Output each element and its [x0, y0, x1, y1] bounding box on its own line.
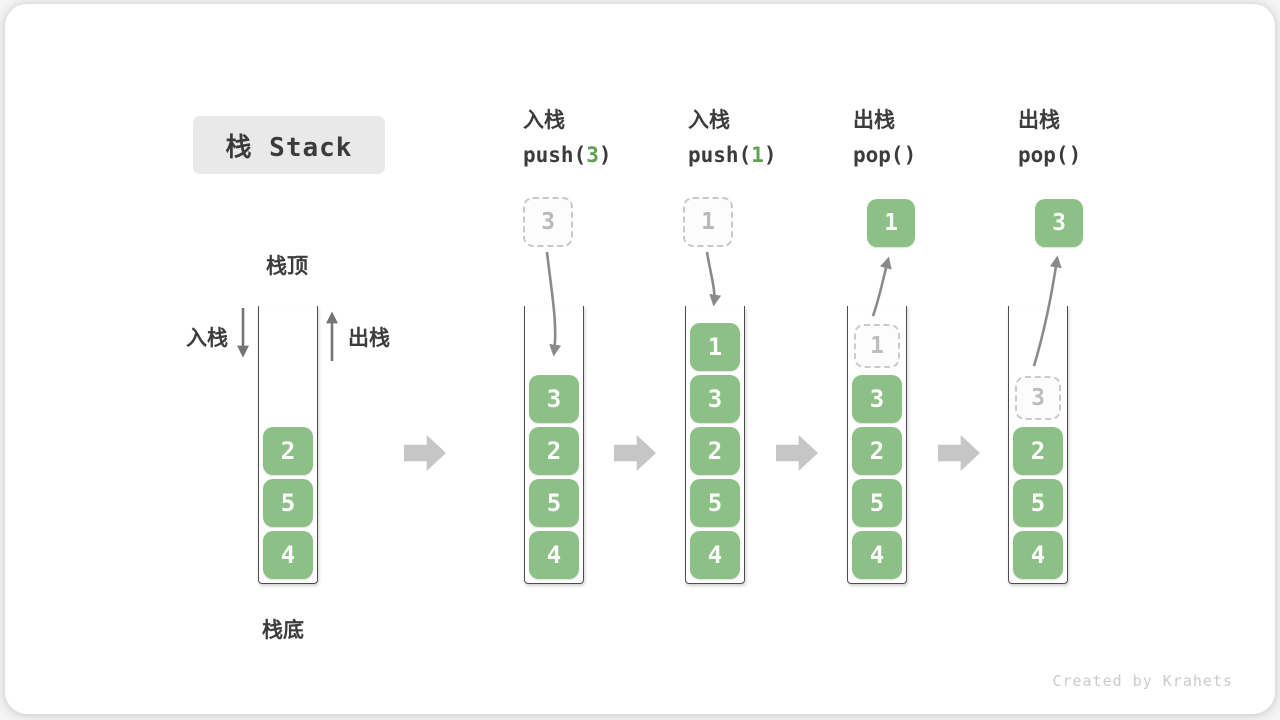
stack-cell: 2	[529, 427, 579, 475]
stack-cell: 5	[690, 479, 740, 527]
step-label-push-1: 入栈 push(1)	[688, 107, 777, 167]
title-box: 栈 Stack	[193, 116, 385, 174]
stack-bottom-label: 栈底	[262, 618, 304, 642]
floating-value-dashed: 3	[523, 197, 573, 247]
step-name: 出栈	[1018, 108, 1060, 132]
removed-cell-ghost: 3	[1015, 376, 1061, 420]
stack-cell: 3	[690, 375, 740, 423]
popped-value-box: 3	[1035, 199, 1083, 247]
code-arg: 3	[586, 143, 599, 167]
step-code: push(1)	[688, 143, 777, 167]
floating-value-dashed: 1	[683, 197, 733, 247]
stack-cell: 4	[529, 531, 579, 579]
next-step-arrow-icon	[404, 435, 446, 471]
code-post: )	[598, 143, 612, 167]
stack-cell: 1	[690, 323, 740, 371]
next-step-arrow-icon	[776, 435, 818, 471]
next-step-arrow-icon	[938, 435, 980, 471]
step-code: pop()	[1018, 143, 1081, 167]
step-label-push-3: 入栈 push(3)	[523, 107, 612, 167]
next-step-arrow-icon	[614, 435, 656, 471]
step-label-pop-1: 出栈 pop()	[853, 107, 916, 167]
floating-value: 1	[701, 209, 715, 235]
stack-cell: 2	[852, 427, 902, 475]
stack-cell: 2	[690, 427, 740, 475]
stack-cell: 5	[263, 479, 313, 527]
step-label-pop-2: 出栈 pop()	[1018, 107, 1081, 167]
floating-value: 3	[541, 209, 555, 235]
removed-cell-ghost: 1	[854, 324, 900, 368]
step-name: 入栈	[688, 108, 730, 132]
step-code: pop()	[853, 143, 916, 167]
pop-side-label: 出栈	[348, 326, 390, 350]
floating-value: 3	[1052, 210, 1066, 236]
stack-cell: 4	[690, 531, 740, 579]
step-name: 出栈	[853, 108, 895, 132]
flow-arrows-layer	[237, 251, 1062, 367]
code-post: )	[903, 143, 917, 167]
floating-value: 1	[884, 210, 898, 236]
popped-value-box: 1	[867, 199, 915, 247]
diagram-title: 栈 Stack	[225, 132, 353, 163]
stack-cell: 2	[263, 427, 313, 475]
watermark: Created by Krahets	[1052, 672, 1233, 690]
code-post: )	[763, 143, 777, 167]
stack-cell: 4	[852, 531, 902, 579]
stack-top-label: 栈顶	[266, 254, 308, 278]
stack-cell: 5	[529, 479, 579, 527]
push-flow-arrow-icon	[705, 251, 722, 307]
code-pre: pop(	[853, 143, 904, 167]
stack-cell: 2	[1013, 427, 1063, 475]
code-post: )	[1068, 143, 1082, 167]
stack-cell: 3	[852, 375, 902, 423]
code-arg: 1	[751, 143, 764, 167]
code-pre: push(	[523, 143, 587, 167]
code-pre: pop(	[1018, 143, 1069, 167]
step-code: push(3)	[523, 143, 612, 167]
stack-cell: 5	[852, 479, 902, 527]
step-name: 入栈	[523, 108, 565, 132]
stack-cell: 4	[1013, 531, 1063, 579]
code-pre: push(	[688, 143, 752, 167]
stack-cell: 5	[1013, 479, 1063, 527]
diagram-card: 栈 Stack 入栈 push(3) 入栈 push(1) 出栈 pop() 出…	[5, 4, 1275, 714]
stack-cell: 4	[263, 531, 313, 579]
push-side-label: 入栈	[186, 326, 228, 350]
stack-cell: 3	[529, 375, 579, 423]
